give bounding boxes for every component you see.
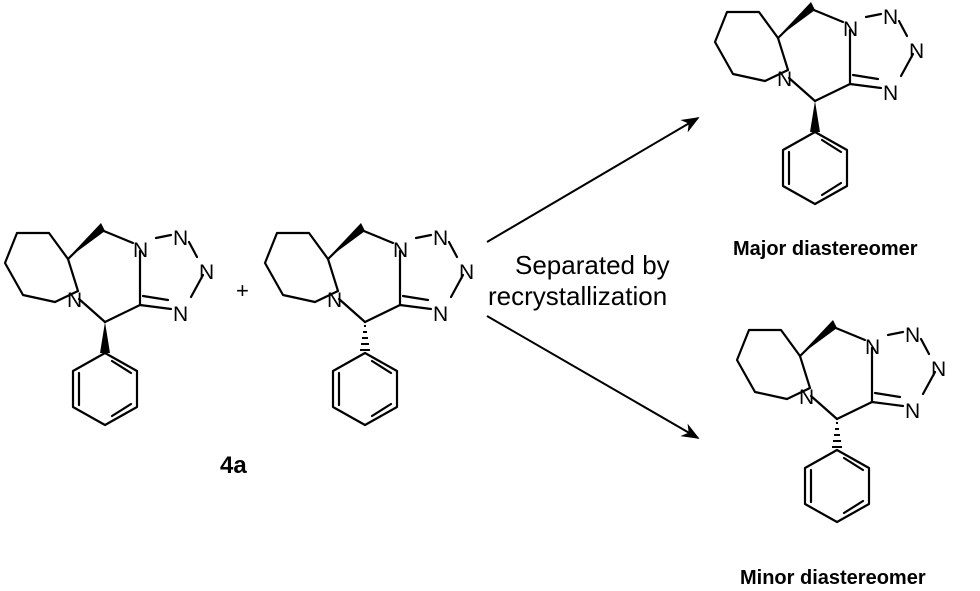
process-line-2: recrystallization [488, 281, 667, 311]
process-line-1: Separated by [515, 250, 670, 280]
atom-n-tetrazole-4: N [883, 82, 898, 105]
atom-n-tetrazole-3: N [199, 261, 214, 284]
compound-label: 4a [220, 452, 247, 479]
atom-n-tetrazole-4: N [173, 303, 188, 326]
major-product-molecule: N N N N N [713, 2, 924, 206]
reactant-molecule-1: N N N N N [3, 223, 214, 427]
minor-diastereomer-label: Minor diastereomer [740, 567, 926, 589]
arrow-to-minor [486, 315, 700, 439]
reactant-molecule-2: N N N N N [263, 223, 474, 427]
atom-n-tetrazole-4: N [433, 303, 448, 326]
atom-n-bridgehead: N [799, 386, 814, 409]
atom-n-tetrazole-2: N [173, 227, 188, 250]
atom-n-tetrazole-4: N [905, 400, 920, 423]
atom-n-tetrazole-1: N [393, 239, 408, 262]
minor-product-molecule: N N N N N [735, 320, 946, 524]
atom-n-tetrazole-3: N [931, 358, 946, 381]
major-diastereomer-label: Major diastereomer [733, 238, 918, 260]
atom-n-bridgehead: N [67, 289, 82, 312]
atom-n-bridgehead: N [777, 68, 792, 91]
atom-n-tetrazole-1: N [843, 18, 858, 41]
atom-n-bridgehead: N [327, 289, 342, 312]
atom-n-tetrazole-3: N [459, 261, 474, 284]
atom-n-tetrazole-2: N [883, 6, 898, 29]
arrow-to-major [486, 117, 700, 243]
atom-n-tetrazole-2: N [905, 324, 920, 347]
atom-n-tetrazole-1: N [865, 336, 880, 359]
atom-n-tetrazole-2: N [433, 227, 448, 250]
plus-sign: + [236, 278, 249, 303]
atom-n-tetrazole-3: N [909, 40, 924, 63]
atom-n-tetrazole-1: N [133, 239, 148, 262]
